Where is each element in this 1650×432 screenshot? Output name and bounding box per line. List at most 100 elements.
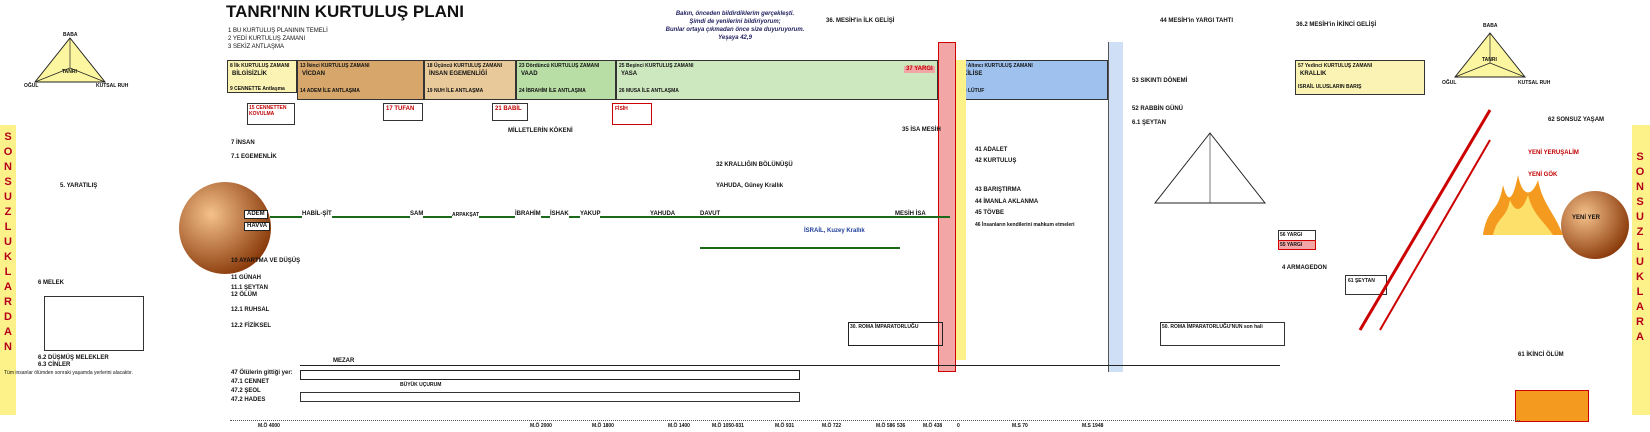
timeline-tick: M.Ö 931 <box>775 423 795 429</box>
cross-column-yellow <box>956 60 966 360</box>
jesus-christ-label: 35 İSA MESİH <box>902 127 941 133</box>
name-habil-sit: HABİL-ŞİT <box>302 211 332 218</box>
righteousness: 41 ADALET <box>975 147 1008 153</box>
new-jerusalem-label: YENİ YERUŞALİM <box>1528 150 1579 156</box>
temptation-label: 10 AYARTMA VE DÜŞÜŞ <box>231 258 301 264</box>
angel-label: 6 MELEK <box>38 280 65 286</box>
trinity-triangle-right <box>1453 32 1527 78</box>
repentance: 45 TÖVBE <box>975 210 1005 216</box>
timeline-tick: M.Ö 438 <box>923 423 943 429</box>
timeline-tick: M.Ö 2000 <box>530 423 552 429</box>
quote-ref: Yeşaya 42,9 <box>718 35 752 41</box>
paradise-label: 47.1 CENNET <box>231 379 270 385</box>
day-of-lord: 52 RABBİN GÜNÜ <box>1132 106 1184 112</box>
paradise-band <box>300 370 800 380</box>
passover-box: FİSİH <box>612 103 652 125</box>
physical-death-label: 12.2 FİZİKSEL <box>231 323 272 329</box>
quote-line: Şimdi de yenilerini bildiriyorum; <box>689 19 781 25</box>
quote-line: Bakın, önceden bildirdiklerim gerçekleşt… <box>675 11 795 17</box>
tribulation-triangle <box>1153 132 1267 204</box>
triangle-right-label: KUTSAL RUH <box>1518 80 1551 86</box>
second-coming-label: 36.2 MESİH'in İKİNCİ GELİŞİ <box>1296 22 1377 28</box>
name-mesih-isa: MESİH İSA <box>895 211 926 218</box>
human-label: 7 İNSAN <box>231 140 255 146</box>
timeline-tick: M.Ö 1050-931 <box>712 423 744 429</box>
period-6-box: 39 Altıncı KURTULUŞ ZAMANI KİLİSE 40 LÜT… <box>958 60 1108 100</box>
israel-north: İSRAİL, Kuzey Krallık <box>804 228 865 234</box>
demons-label: 6.3 CİNLER <box>38 362 71 368</box>
expulsion-box: 15 CENNETTEN KOVULMA <box>247 103 295 125</box>
period-3-box: 18 Üçüncü KURTULUŞ ZAMANI İNSAN EGEMENLİ… <box>424 60 516 100</box>
timeline-tick: M.Ö 586 <box>876 423 896 429</box>
grave-label: MEZAR <box>333 358 355 365</box>
name-ibrahim: İBRAHİM <box>515 211 541 218</box>
roman-empire-box: 30. ROMA İMPARATORLUĞU <box>848 322 943 346</box>
fire-icon <box>1483 175 1563 235</box>
top-list-item: 2 YEDİ KURTULUŞ ZAMANI <box>228 36 306 42</box>
triangle-left-label: OĞUL <box>1442 80 1457 86</box>
genealogy-line <box>270 216 950 218</box>
triangle-top-label: BABA <box>1483 23 1498 29</box>
top-list: 1 BU KURTULUŞ PLANININ TEMELİ 2 YEDİ KUR… <box>228 27 328 51</box>
timeline-tick: M.Ö 1400 <box>668 423 690 429</box>
dominion-label: 7.1 EGEMENLİK <box>231 154 277 160</box>
name-sam: SAM <box>410 211 424 218</box>
death-label: 12 ÖLÜM <box>231 292 258 298</box>
salvation: 42 KURTULUŞ <box>975 158 1017 164</box>
timeline-tick: 536 <box>897 423 906 429</box>
period-5-box: 25 Beşinci KURTULUŞ ZAMANI YASA 26 MUSA … <box>616 60 938 100</box>
great-chasm-label: BÜYÜK UÇURUM <box>400 382 442 388</box>
spiritual-death-label: 12.1 RUHSAL <box>231 307 270 313</box>
timeline-tick: M.Ö 722 <box>822 423 842 429</box>
hades-band <box>300 392 800 402</box>
page-title: TANRI'NIN KURTULUŞ PLANI <box>226 2 464 21</box>
period-7-box: 57 Yedinci KURTULUŞ ZAMANI KRALLIK ISRAİ… <box>1295 60 1425 95</box>
satan-attributes-box <box>44 296 144 351</box>
period-2-box: 13 İkinci KURTULUŞ ZAMANI VİCDAN 14 ADEM… <box>297 60 424 100</box>
new-heaven-label: YENİ GÖK <box>1528 172 1558 178</box>
roman-empire-final-box: 50. ROMA İMPARATORLUĞU'NUN son hali <box>1160 322 1285 346</box>
triangle-right-label: KUTSAL RUH <box>96 83 129 89</box>
timeline-tick: M.S 70 <box>1012 423 1028 429</box>
name-davut: DAVUT <box>700 211 721 218</box>
eternity-band-right <box>1632 125 1650 415</box>
top-list-item: 1 BU KURTULUŞ PLANININ TEMELİ <box>228 28 328 34</box>
creation-label: 5. YARATILIŞ <box>60 183 98 189</box>
new-earth-label: YENİ YER <box>1572 215 1600 221</box>
name-yakup: YAKUP <box>580 211 601 218</box>
triangle-top-label: BABA <box>63 32 78 38</box>
header-quote: Bakın, önceden bildirdiklerim gerçekleşt… <box>640 10 830 42</box>
eternity-band-left <box>0 125 16 415</box>
christ-throne: 44 MESİH'in YARGI TAHTI <box>1160 18 1233 24</box>
triangle-center-label: TANRI <box>62 69 77 75</box>
hades-label: 47.2 HADES <box>231 397 266 403</box>
quote-line: Bunlar ortaya çıkmadan önce size duyuruy… <box>665 27 805 33</box>
judgment-rays <box>1358 109 1492 331</box>
trinity-triangle-left <box>33 37 107 83</box>
sin-label: 11 GÜNAH <box>231 275 262 281</box>
timeline-tick: M.Ö 1800 <box>592 423 614 429</box>
main-arrow <box>620 216 950 218</box>
timeline-tick: 0 <box>957 423 960 429</box>
havva-label: HAVVA <box>244 222 271 231</box>
justification: 44 İMANLA AKLANMA <box>975 199 1039 205</box>
timeline-tick: M.Ö 4000 <box>258 423 280 429</box>
top-list-item: 3 SEKİZ ANTLAŞMA <box>228 44 285 50</box>
name-ishak: İSHAK <box>550 211 569 218</box>
tribulation: 53 SIKINTI DÖNEMİ <box>1132 78 1188 84</box>
timeline-tick: M.S 1948 <box>1082 423 1104 429</box>
places-of-dead-title: 47 Ölülerin gittiği yer: <box>231 370 293 376</box>
satan-label: 11.1 ŞEYTAN <box>231 285 268 291</box>
flood-box: 17 TUFAN <box>383 103 423 121</box>
adem-label: ADEM <box>244 210 268 219</box>
first-coming-label: 36. MESİH'in İLK GELİŞİ <box>826 18 895 24</box>
reconciliation: 43 BARIŞTIRMA <box>975 187 1022 193</box>
footer-note: Tüm insanlar ölümden sonraki yaşamda yer… <box>4 370 133 376</box>
earth-right-icon <box>1561 191 1629 259</box>
nations-origin: MİLLETLERİN KÖKENİ <box>508 128 573 134</box>
sheol-label: 47.2 ŞEOL <box>231 388 261 394</box>
name-arpaksat: ARPAKŞAT <box>452 212 480 218</box>
name-yahuda: YAHUDA <box>650 211 676 218</box>
second-death-label: 61 İKİNCİ ÖLÜM <box>1518 352 1564 358</box>
